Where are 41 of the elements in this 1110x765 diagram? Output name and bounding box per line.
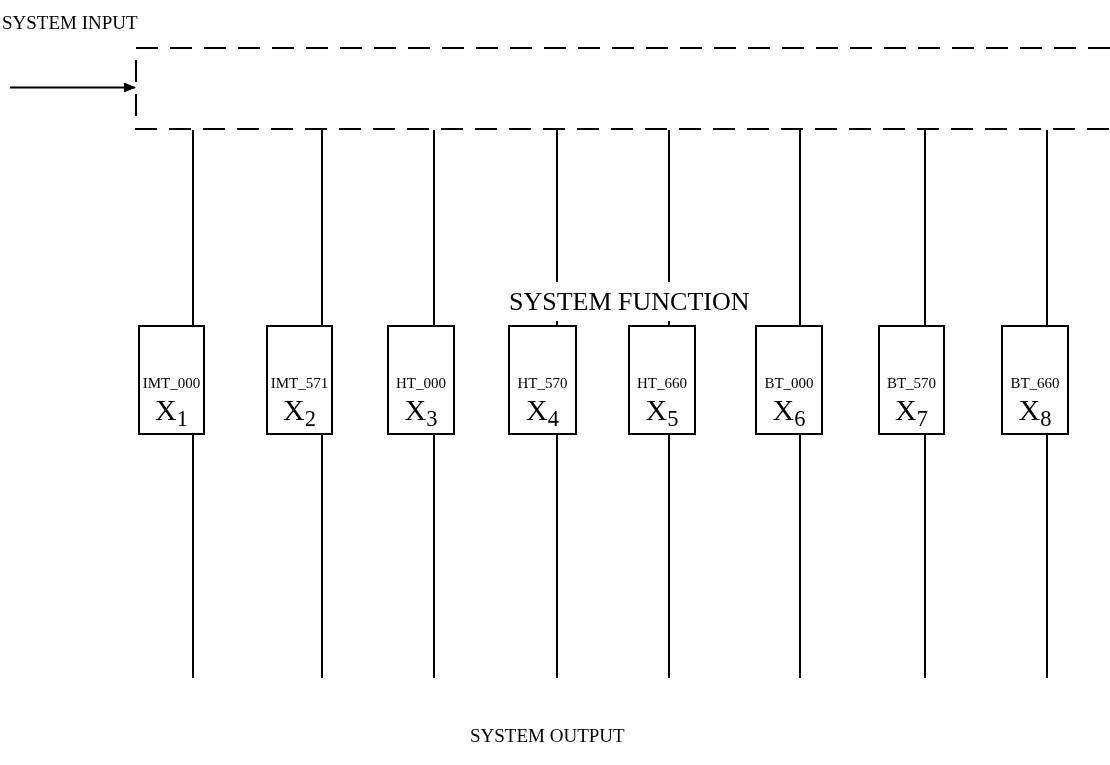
- connector-line: [924, 129, 926, 326]
- connector-line: [1046, 434, 1048, 679]
- variable-code: IMT_000: [142, 376, 201, 391]
- variable-code: HT_660: [637, 376, 687, 391]
- variable-symbol: X$_{3}$: [404, 395, 438, 425]
- connector-line: [556, 434, 558, 679]
- variable-box: [1001, 325, 1069, 435]
- connector-line: [192, 129, 194, 326]
- variable-symbol: X$_{2}$: [283, 395, 316, 425]
- connector-line: [799, 434, 801, 679]
- connector-line: [1046, 129, 1048, 326]
- variable-box: [138, 325, 205, 435]
- connector-line: [668, 434, 670, 679]
- variable-code: BT_000: [764, 376, 814, 391]
- variable-code: HT_000: [396, 376, 446, 391]
- connector-line: [924, 434, 926, 679]
- band-heading: SYSTEM INPUT: [2, 11, 138, 35]
- variable-symbol: X$_{6}$: [772, 395, 806, 425]
- variable-box: [266, 325, 333, 435]
- variable-box: [755, 325, 823, 435]
- connector-line: [192, 434, 194, 679]
- variable-box: [387, 325, 455, 435]
- connector-line: [433, 129, 435, 326]
- variable-code: BT_660: [1010, 376, 1060, 391]
- variable-symbol: X$_{8}$: [1018, 395, 1052, 425]
- variable-code: IMT_571: [270, 376, 329, 391]
- connector-line: [433, 434, 435, 679]
- variable-box: [878, 325, 945, 435]
- arrow: [9, 82, 136, 93]
- variable-symbol: X$_{4}$: [526, 395, 559, 425]
- output-label: SYSTEM OUTPUT: [470, 724, 625, 748]
- variable-symbol: X$_{1}$: [155, 395, 188, 425]
- connector-line: [799, 129, 801, 326]
- variable-symbol: X$_{5}$: [645, 395, 679, 425]
- connector-line: [321, 129, 323, 326]
- variable-symbol: X$_{7}$: [895, 395, 928, 425]
- variable-code: HT_570: [517, 376, 568, 391]
- variable-box: [508, 325, 577, 435]
- variable-box: [628, 325, 696, 435]
- variable-code: BT_570: [886, 376, 937, 391]
- connector-line: [321, 434, 323, 679]
